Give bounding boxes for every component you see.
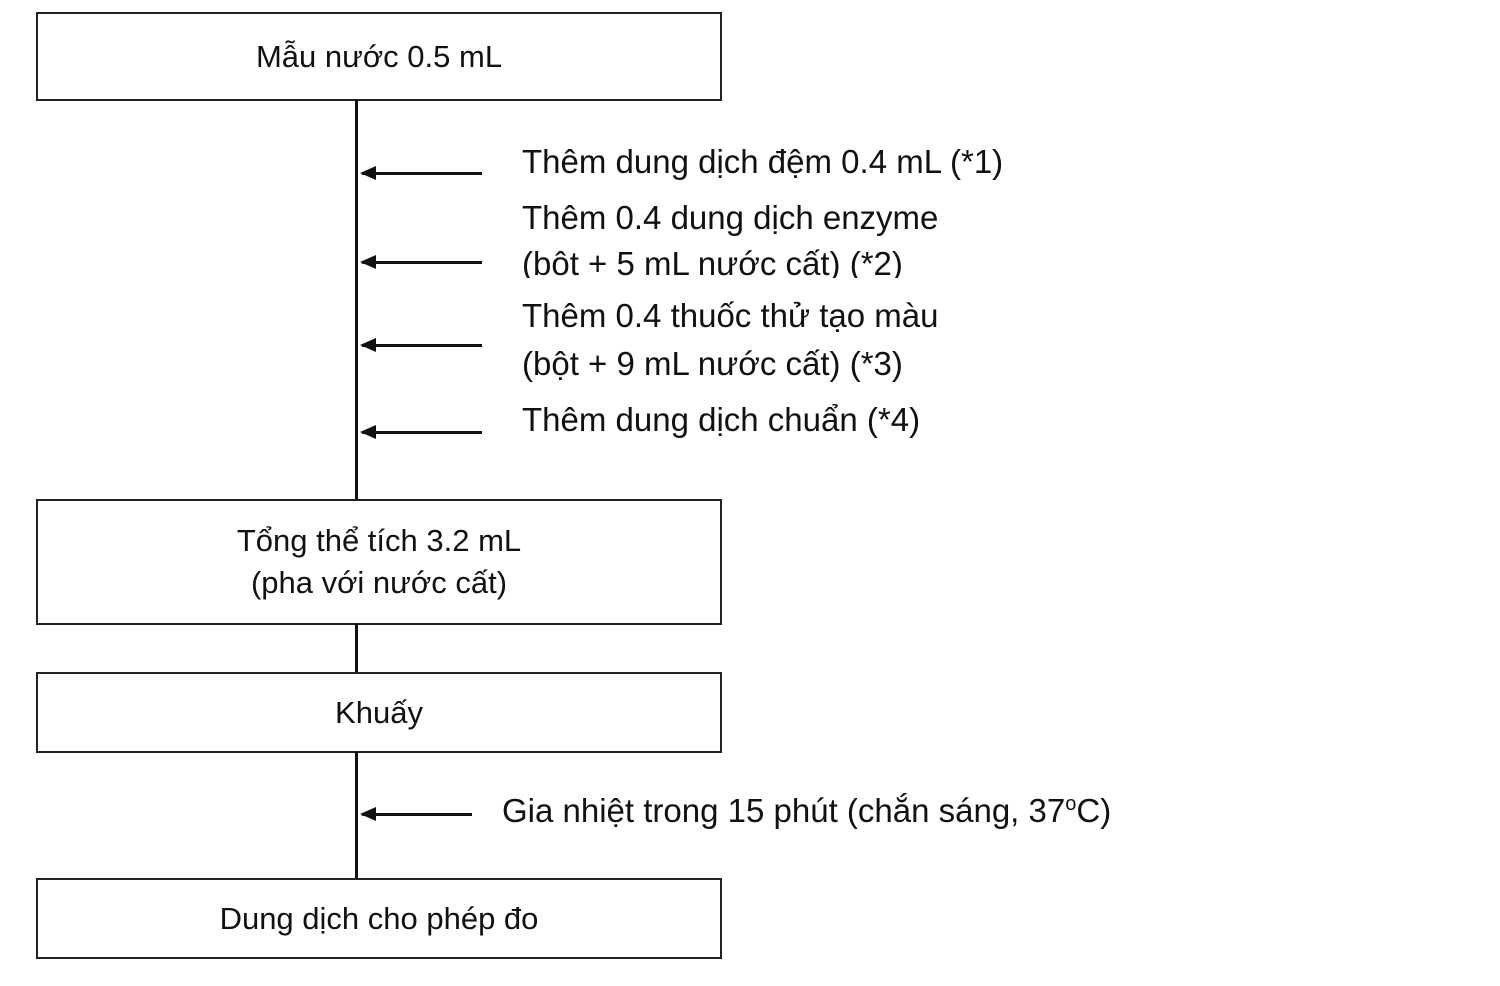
heating-unit: C) xyxy=(1076,792,1112,829)
step-text: Thêm dung dịch chuẩn (*4) xyxy=(522,401,921,438)
step-text: Thêm 0.4 dung dịch enzyme xyxy=(522,199,939,236)
arrow-left-icon xyxy=(360,807,472,821)
stir-label: Khuấy xyxy=(335,694,423,730)
step-color-reagent: Thêm 0.4 thuốc thử tạo màu (bột + 9 mL n… xyxy=(522,292,938,388)
sample-label: Mẫu nước 0.5 mL xyxy=(255,38,503,74)
dilution-note: (pha với nước cất) xyxy=(250,565,508,600)
flow-line-3 xyxy=(355,752,358,879)
flow-line-1 xyxy=(355,100,358,500)
arrow-left-icon xyxy=(360,255,482,269)
step-text: (bôt + 5 mL nước cất) (*2) xyxy=(522,245,903,278)
flow-line-2 xyxy=(355,624,358,673)
step-enzyme: Thêm 0.4 dung dịch enzyme (bôt + 5 mL nư… xyxy=(522,194,938,278)
step-heating: Gia nhiệt trong 15 phút (chắn sáng, 37oC… xyxy=(502,780,1111,835)
step-text: Thêm 0.4 thuốc thử tạo màu xyxy=(522,297,939,334)
step-text: (bột + 9 mL nước cất) (*3) xyxy=(522,345,903,382)
arrow-left-icon xyxy=(360,166,482,180)
total-volume-label: Tổng thể tích 3.2 mL xyxy=(236,523,522,559)
final-solution-label: Dung dịch cho phép đo xyxy=(219,900,539,936)
final-solution-box: Dung dịch cho phép đo xyxy=(36,878,722,959)
total-volume-box: Tổng thể tích 3.2 mL (pha với nước cất) xyxy=(36,499,722,625)
stir-box: Khuấy xyxy=(36,672,722,753)
step-text: Thêm dung dịch đệm 0.4 mL (*1) xyxy=(522,143,1004,180)
step-buffer: Thêm dung dịch đệm 0.4 mL (*1) xyxy=(522,138,1003,186)
arrow-left-icon xyxy=(360,338,482,352)
sample-box: Mẫu nước 0.5 mL xyxy=(36,12,722,101)
degree-mark: o xyxy=(1065,793,1077,815)
heating-text: Gia nhiệt trong 15 phút (chắn sáng, 37 xyxy=(502,792,1066,829)
step-standard: Thêm dung dịch chuẩn (*4) xyxy=(522,396,920,444)
arrow-left-icon xyxy=(360,425,482,439)
